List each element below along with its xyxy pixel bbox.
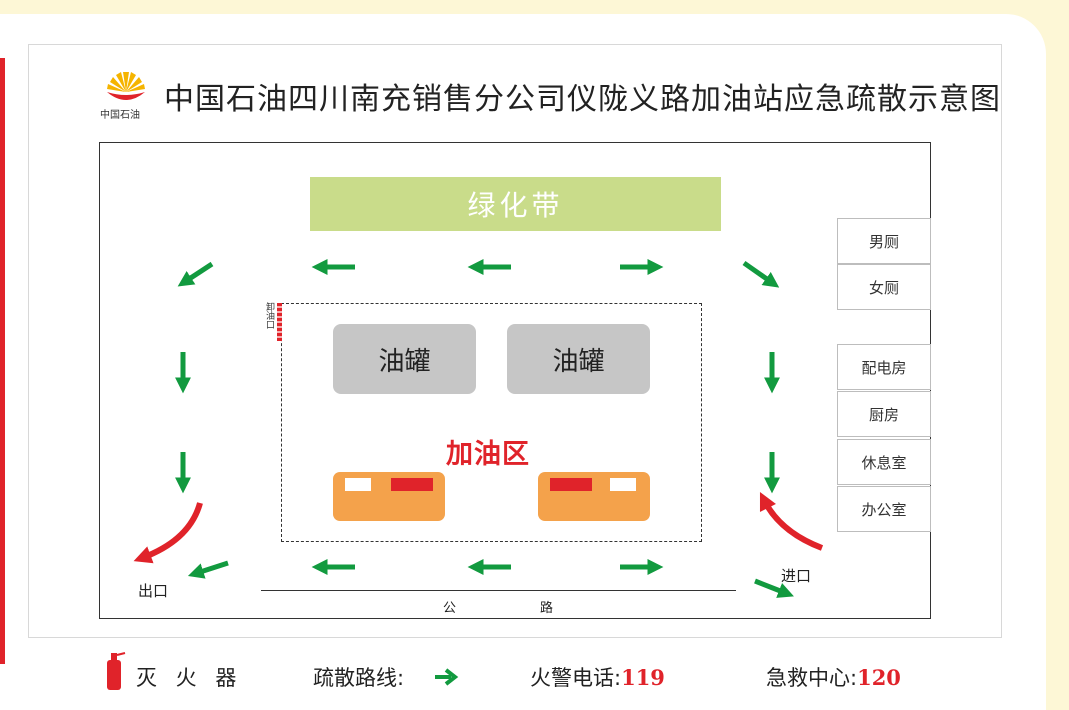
room-mens-toilet: 男厕 bbox=[837, 218, 931, 264]
logo-caption: 中国石油 bbox=[100, 110, 140, 121]
oil-tank: 油罐 bbox=[507, 324, 650, 394]
entrance-label: 进口 bbox=[781, 567, 812, 585]
green-belt: 绿化带 bbox=[310, 177, 721, 231]
fuel-zone-label: 加油区 bbox=[446, 439, 530, 470]
exit-label: 出口 bbox=[138, 582, 169, 600]
evacuation-arrow-icon bbox=[742, 260, 780, 288]
left-accent-strip bbox=[0, 58, 5, 664]
fire-call-number: 119 bbox=[621, 665, 665, 690]
road-label: 路 bbox=[540, 601, 554, 616]
evacuation-arrow-icon bbox=[754, 578, 794, 598]
curved-exit-arrow-icon bbox=[133, 502, 203, 564]
room-power-room: 配电房 bbox=[837, 344, 931, 390]
page-title: 中国石油四川南充销售分公司仪陇义路加油站应急疏散示意图 bbox=[164, 82, 1001, 117]
room-lounge: 休息室 bbox=[837, 439, 931, 485]
evacuation-arrow-icon bbox=[435, 668, 459, 686]
legend-route-label: 疏散路线: bbox=[313, 666, 405, 690]
legend-first-aid: 急救中心:120 bbox=[766, 662, 901, 692]
evacuation-arrow-icon bbox=[187, 560, 229, 579]
curved-entrance-arrow-icon bbox=[759, 491, 824, 551]
fire-call-label: 火警电话: bbox=[530, 666, 622, 690]
road-line bbox=[261, 590, 736, 591]
fuel-island bbox=[538, 472, 650, 521]
oil-tank: 油罐 bbox=[333, 324, 476, 394]
cnpc-logo-icon bbox=[107, 72, 145, 100]
island-panel bbox=[345, 478, 371, 491]
fire-extinguisher-icon bbox=[107, 652, 126, 690]
island-panel bbox=[391, 478, 433, 491]
room-womens-toilet: 女厕 bbox=[837, 264, 931, 310]
room-office: 办公室 bbox=[837, 486, 931, 532]
legend-fire-call: 火警电话:119 bbox=[530, 662, 665, 692]
legend-extinguisher: 灭 火 器 bbox=[136, 666, 243, 690]
fuel-island bbox=[333, 472, 445, 521]
unload-port-marker bbox=[277, 303, 282, 341]
room-kitchen: 厨房 bbox=[837, 391, 931, 437]
island-panel bbox=[610, 478, 636, 491]
island-panel bbox=[550, 478, 592, 491]
first-aid-number: 120 bbox=[857, 665, 901, 690]
evacuation-arrow-icon bbox=[177, 261, 214, 287]
fuel-zone bbox=[281, 303, 702, 542]
first-aid-label: 急救中心: bbox=[766, 666, 858, 690]
unload-port-label: 卸油口 bbox=[264, 302, 274, 329]
road-label: 公 bbox=[443, 601, 457, 616]
